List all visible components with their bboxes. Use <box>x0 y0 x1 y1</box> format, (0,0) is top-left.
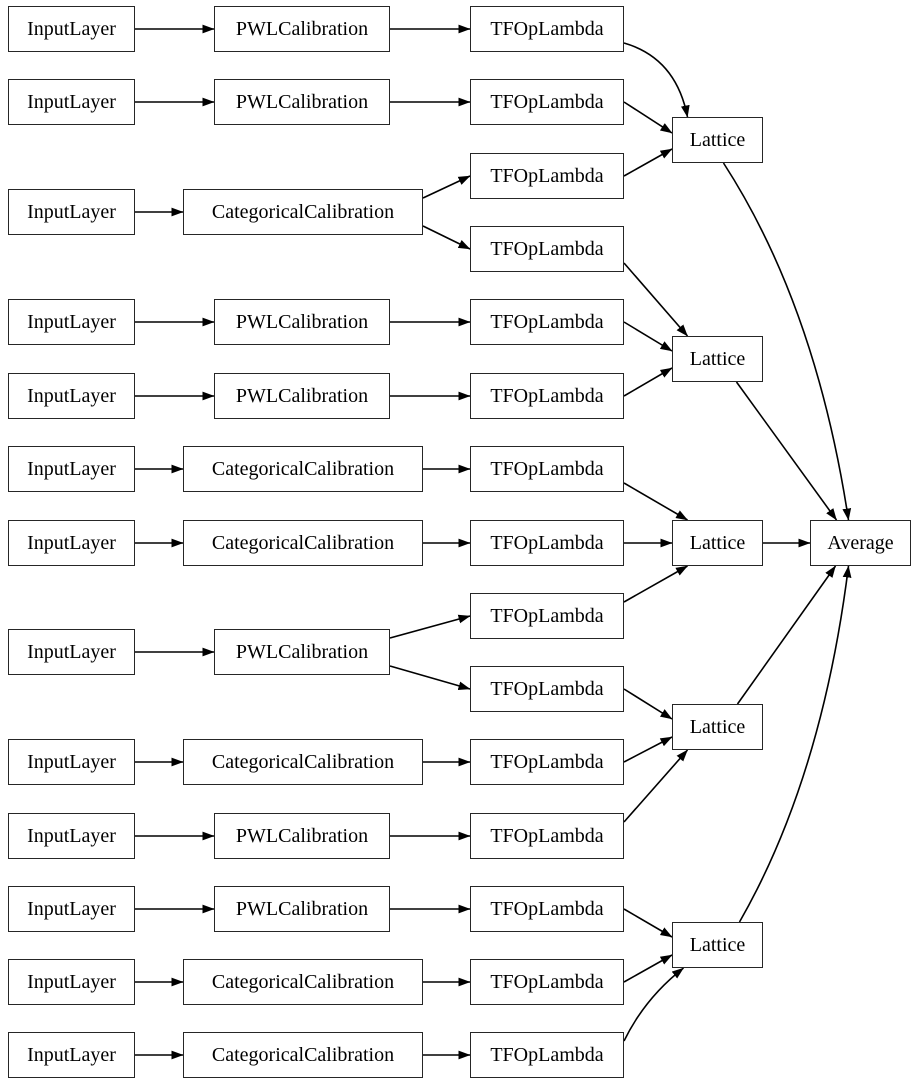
edge-t2b-to-L1 <box>623 262 689 337</box>
edge-t11-to-L4 <box>623 954 673 983</box>
node-tfoplambda-t5: TFOpLambda <box>470 446 624 492</box>
edge-L1-to-A <box>735 381 838 521</box>
node-inputlayer-in11: InputLayer <box>8 959 135 1005</box>
node-inputlayer-in5: InputLayer <box>8 446 135 492</box>
node-pwlcalibration-c4: PWLCalibration <box>214 373 390 419</box>
edge-c7-to-t7b <box>389 665 471 691</box>
node-tfoplambda-t3: TFOpLambda <box>470 299 624 345</box>
node-categoricalcalibration-c5: CategoricalCalibration <box>183 446 423 492</box>
edge-t8-to-L3 <box>623 736 673 763</box>
edge-t3-to-L1 <box>623 321 673 352</box>
edge-t10-to-L4 <box>623 908 673 938</box>
edge-L4-to-A <box>738 565 852 923</box>
node-inputlayer-in8: InputLayer <box>8 739 135 785</box>
edge-t7a-to-L2 <box>623 565 688 603</box>
node-pwlcalibration-c1: PWLCalibration <box>214 79 390 125</box>
node-tfoplambda-t12: TFOpLambda <box>470 1032 624 1078</box>
edge-t12-to-L4 <box>623 967 684 1042</box>
node-tfoplambda-t7a: TFOpLambda <box>470 593 624 639</box>
node-pwlcalibration-c3: PWLCalibration <box>214 299 390 345</box>
edge-t1-to-L0 <box>623 101 673 134</box>
node-pwlcalibration-c7: PWLCalibration <box>214 629 390 675</box>
node-lattice-L4: Lattice <box>672 922 763 968</box>
node-inputlayer-in10: InputLayer <box>8 886 135 932</box>
node-lattice-L0: Lattice <box>672 117 763 163</box>
edge-group <box>135 24 852 1060</box>
node-tfoplambda-t1: TFOpLambda <box>470 79 624 125</box>
node-pwlcalibration-c9: PWLCalibration <box>214 813 390 859</box>
node-lattice-L1: Lattice <box>672 336 763 382</box>
node-inputlayer-in0: InputLayer <box>8 6 135 52</box>
node-tfoplambda-t0: TFOpLambda <box>470 6 624 52</box>
node-lattice-L3: Lattice <box>672 704 763 750</box>
node-tfoplambda-t2a: TFOpLambda <box>470 153 624 199</box>
edge-t7b-to-L3 <box>623 688 673 720</box>
node-inputlayer-in2: InputLayer <box>8 189 135 235</box>
node-tfoplambda-t2b: TFOpLambda <box>470 226 624 272</box>
node-pwlcalibration-c10: PWLCalibration <box>214 886 390 932</box>
node-inputlayer-in3: InputLayer <box>8 299 135 345</box>
edge-t0-to-L0 <box>623 42 690 118</box>
node-tfoplambda-t10: TFOpLambda <box>470 886 624 932</box>
node-inputlayer-in9: InputLayer <box>8 813 135 859</box>
edge-t9-to-L3 <box>623 749 689 823</box>
node-categoricalcalibration-c11: CategoricalCalibration <box>183 959 423 1005</box>
node-lattice-L2: Lattice <box>672 520 763 566</box>
node-tfoplambda-t11: TFOpLambda <box>470 959 624 1005</box>
node-inputlayer-in1: InputLayer <box>8 79 135 125</box>
node-tfoplambda-t7b: TFOpLambda <box>470 666 624 712</box>
node-categoricalcalibration-c2: CategoricalCalibration <box>183 189 423 235</box>
edge-L0-to-A <box>722 162 852 521</box>
node-inputlayer-in4: InputLayer <box>8 373 135 419</box>
edge-c2-to-t2b <box>422 225 471 250</box>
node-average-A: Average <box>810 520 911 566</box>
edge-L3-to-A <box>736 565 837 705</box>
edge-t5-to-L2 <box>623 482 688 521</box>
node-categoricalcalibration-c8: CategoricalCalibration <box>183 739 423 785</box>
node-inputlayer-in12: InputLayer <box>8 1032 135 1078</box>
node-tfoplambda-t8: TFOpLambda <box>470 739 624 785</box>
node-tfoplambda-t6: TFOpLambda <box>470 520 624 566</box>
edge-t2a-to-L0 <box>623 148 673 177</box>
node-categoricalcalibration-c12: CategoricalCalibration <box>183 1032 423 1078</box>
edge-t4-to-L1 <box>623 367 673 397</box>
node-tfoplambda-t9: TFOpLambda <box>470 813 624 859</box>
node-inputlayer-in7: InputLayer <box>8 629 135 675</box>
node-inputlayer-in6: InputLayer <box>8 520 135 566</box>
node-tfoplambda-t4: TFOpLambda <box>470 373 624 419</box>
node-pwlcalibration-c0: PWLCalibration <box>214 6 390 52</box>
node-categoricalcalibration-c6: CategoricalCalibration <box>183 520 423 566</box>
edge-c2-to-t2a <box>422 175 471 199</box>
edge-c7-to-t7a <box>389 614 471 639</box>
